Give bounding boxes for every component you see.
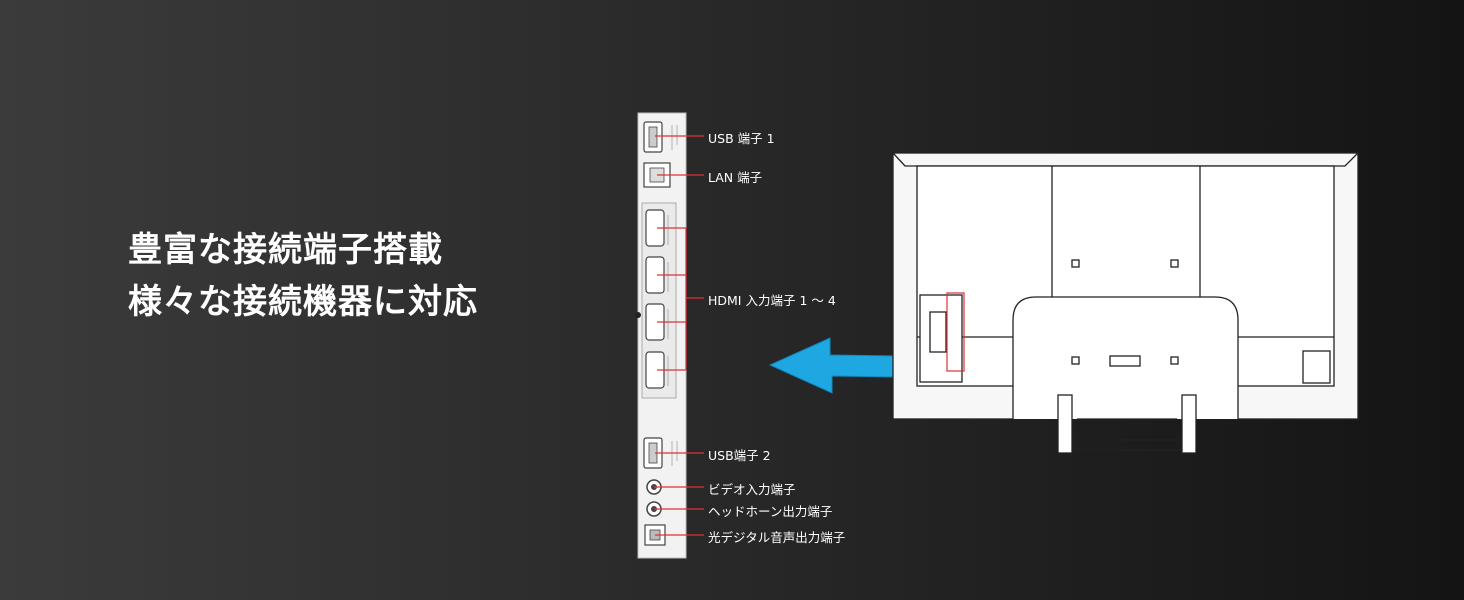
label-video: ビデオ入力端子: [708, 482, 796, 497]
usb2-port-icon: [643, 437, 663, 469]
usb1-port-icon: [643, 121, 663, 153]
callout-lines: [654, 135, 704, 536]
label-hdmi: HDMI 入力端子 1 ～ 4: [708, 293, 836, 308]
tv-back-illustration: [892, 152, 1359, 454]
label-usb2: USB端子 2: [708, 448, 771, 463]
headline: 豊富な接続端子搭載 様々な接続機器に対応: [128, 224, 478, 328]
label-headphone: ヘッドホーン出力端子: [708, 504, 833, 519]
terminal-highlight: [946, 292, 965, 372]
label-usb1: USB 端子 1: [708, 131, 775, 146]
label-optical: 光デジタル音声出力端子: [708, 530, 846, 545]
headline-line-1: 豊富な接続端子搭載: [128, 230, 443, 270]
headline-line-2: 様々な接続機器に対応: [128, 282, 478, 322]
side-port-panel: [635, 112, 687, 559]
label-lan: LAN 端子: [708, 170, 763, 185]
